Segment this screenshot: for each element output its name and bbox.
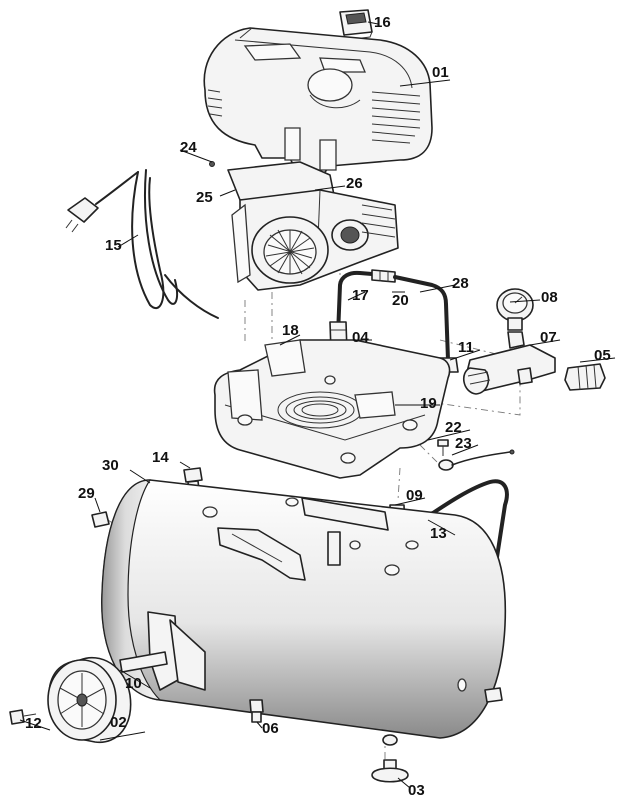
callout-28: 28 xyxy=(452,275,469,292)
part-gauge-manifold xyxy=(463,288,606,395)
callout-15: 15 xyxy=(105,237,122,254)
part-wheel xyxy=(9,651,168,743)
callout-16: 16 xyxy=(374,14,391,31)
callout-20: 20 xyxy=(392,292,409,309)
callout-06: 06 xyxy=(262,720,279,737)
part-fan-motor xyxy=(209,161,399,291)
callout-13: 13 xyxy=(430,525,447,542)
callout-26: 26 xyxy=(346,175,363,192)
callout-01: 01 xyxy=(432,64,449,81)
part-drain-valve xyxy=(249,699,264,723)
callout-labels: 01 02 03 04 05 06 07 08 09 10 11 12 13 1… xyxy=(25,14,611,799)
callout-24: 24 xyxy=(180,139,197,156)
callout-30: 30 xyxy=(102,457,119,474)
part-base-plate xyxy=(213,339,451,479)
callout-17: 17 xyxy=(352,287,369,304)
part-motor-cover xyxy=(203,27,433,181)
callout-18: 18 xyxy=(282,322,299,339)
callout-09: 09 xyxy=(406,487,423,504)
callout-08: 08 xyxy=(541,289,558,306)
leader-lines xyxy=(19,21,616,789)
callout-11: 11 xyxy=(458,339,474,356)
part-air-tank xyxy=(101,479,507,746)
part-screw-grommet xyxy=(437,439,515,471)
callout-19: 19 xyxy=(420,395,437,412)
callout-29: 29 xyxy=(78,485,95,502)
callout-10: 10 xyxy=(125,675,142,692)
callout-25: 25 xyxy=(196,189,213,206)
callout-22: 22 xyxy=(445,419,462,436)
callout-03: 03 xyxy=(408,782,425,799)
callout-12: 12 xyxy=(25,715,42,732)
callout-05: 05 xyxy=(594,347,611,364)
callout-04: 04 xyxy=(352,329,369,346)
callout-23: 23 xyxy=(455,435,472,452)
part-switch xyxy=(339,9,373,41)
part-power-cord xyxy=(65,169,219,319)
part-rubber-foot xyxy=(371,759,409,783)
callout-07: 07 xyxy=(540,329,557,346)
callout-02: 02 xyxy=(110,714,127,731)
callout-14: 14 xyxy=(152,449,169,466)
